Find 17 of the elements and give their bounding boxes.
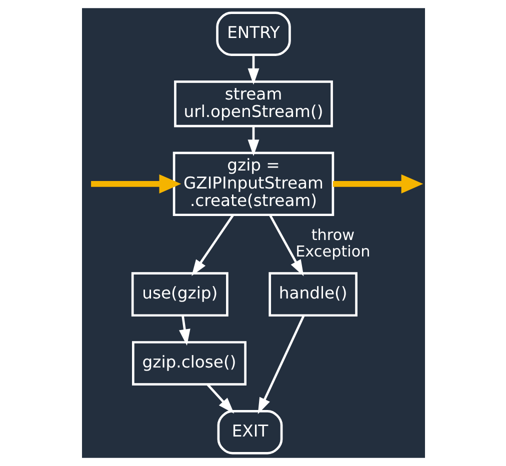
arrow bbox=[332, 174, 423, 194]
arrow bbox=[247, 54, 259, 85]
edge-label: throw Exception bbox=[295, 226, 370, 260]
node-box: ENTRY bbox=[216, 12, 290, 56]
arrow bbox=[206, 384, 234, 414]
node-box: use(gzip) bbox=[130, 272, 228, 317]
arrow bbox=[191, 214, 234, 276]
node-box: gzip = GZIPInputStream .create(stream) bbox=[172, 152, 334, 216]
arrow bbox=[90, 174, 181, 194]
node-box: EXIT bbox=[216, 410, 282, 454]
node-box: stream url.openStream() bbox=[174, 80, 332, 128]
arrow bbox=[178, 315, 190, 346]
arrow bbox=[268, 214, 304, 276]
arrow bbox=[257, 315, 304, 414]
node-box: handle() bbox=[268, 272, 357, 317]
arrow bbox=[247, 126, 259, 156]
node-box: gzip.close() bbox=[132, 341, 246, 386]
